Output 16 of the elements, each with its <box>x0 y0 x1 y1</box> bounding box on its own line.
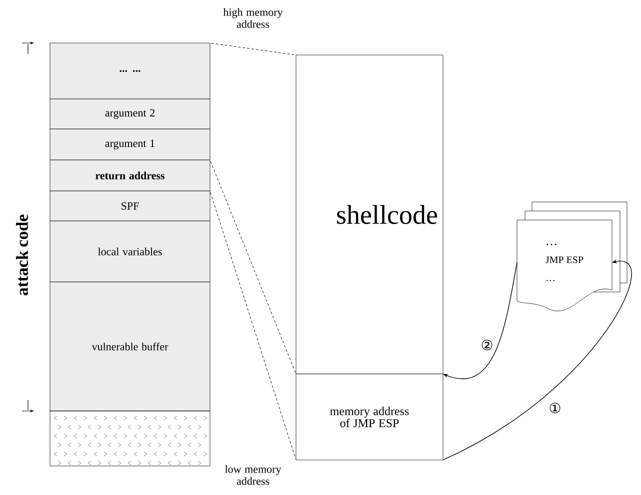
axis-label: high memory address <box>223 8 283 28</box>
stack-frame-row: ... ... <box>50 42 210 100</box>
document-stack: … JMP ESP … <box>516 202 628 312</box>
axis-label: low memory address <box>224 465 282 485</box>
axis-label: attack code <box>16 214 28 296</box>
stack-frame-row: return address <box>50 160 210 192</box>
projection-line <box>210 161 296 374</box>
projection-line <box>211 42 296 56</box>
stack-frame-row: SPF <box>50 190 210 222</box>
stack-frame-row: argument 1 <box>50 128 210 160</box>
memory-box: memory address of JMP ESP <box>296 374 444 460</box>
edge-label: ① <box>548 402 562 414</box>
stack-frame-row <box>50 410 210 466</box>
edge-label: ② <box>480 338 494 352</box>
projection-line <box>210 192 296 460</box>
stack-frame-row: argument 2 <box>50 98 210 130</box>
